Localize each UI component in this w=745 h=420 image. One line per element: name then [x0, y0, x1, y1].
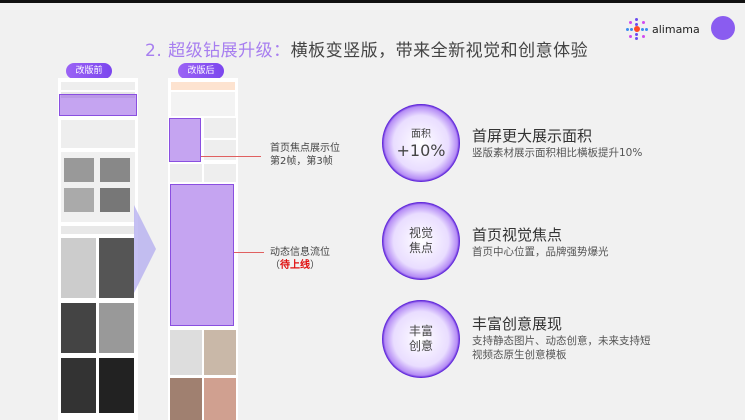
badge-text: 焦点 [408, 241, 433, 255]
feature-desc: 首页中心位置，品牌强势爆光 [472, 246, 609, 258]
feature-creative: 丰富创意展现 支持静态图片、动态创意，未来支持短 视频态原生创意模板 [472, 315, 651, 362]
badge-text: 创意 [408, 339, 433, 353]
page-title: 2. 超级钻展升级：横板变竖版，带来全新视觉和创意体验 [145, 36, 588, 61]
paren: ） [310, 260, 320, 271]
feature-visual: 首页视觉焦点 首页中心位置，品牌强势爆光 [472, 226, 609, 259]
title-rest: 横板变竖版，带来全新视觉和创意体验 [290, 41, 589, 61]
before-label: 改版前 [66, 63, 112, 79]
feature-area: 首屏更大展示面积 竖版素材展示面积相比横板提升10% [472, 127, 642, 160]
badge-visual: 视觉 焦点 [382, 202, 460, 280]
badge-text: 面积 [411, 128, 431, 140]
callout-line-focus [201, 156, 261, 157]
badge-value: +10% [396, 140, 446, 160]
feature-title: 首屏更大展示面积 [472, 127, 593, 145]
feature-desc: 竖版素材展示面积相比横板提升10% [472, 147, 643, 159]
feature-desc: 支持静态图片、动态创意，未来支持短 [472, 335, 651, 347]
badge-text: 视觉 [408, 226, 433, 240]
callout-feed-position: 动态信息流位 （待上线） [270, 246, 330, 272]
top-bar [0, 0, 745, 3]
callout-line-feed [234, 252, 264, 253]
feature-title: 首页视觉焦点 [472, 226, 563, 244]
callout-focus-position: 首页焦点展示位 第2帧，第3帧 [270, 142, 340, 168]
pending-launch-text: 待上线 [280, 260, 310, 271]
badge-text: 丰富 [408, 324, 433, 338]
badge-area: 面积 +10% [382, 104, 460, 182]
callout-text: 首页焦点展示位 [270, 143, 340, 154]
alimama-logo: alimama [626, 18, 700, 40]
logo-mark-icon [626, 18, 648, 40]
arrow-icon [134, 205, 156, 293]
title-highlight: 2. 超级钻展升级： [145, 41, 291, 61]
callout-text: 第2帧，第3帧 [270, 156, 333, 167]
logo-text: alimama [652, 22, 700, 36]
decorative-circle [711, 16, 735, 40]
phone-after-screenshot [168, 78, 238, 420]
paren: （ [270, 260, 280, 271]
feature-title: 丰富创意展现 [472, 315, 563, 333]
badge-creative: 丰富 创意 [382, 300, 460, 378]
callout-text: 动态信息流位 [270, 247, 330, 258]
feature-desc: 视频态原生创意模板 [472, 349, 567, 361]
after-label: 改版后 [178, 63, 224, 79]
phone-before-screenshot [58, 78, 138, 420]
